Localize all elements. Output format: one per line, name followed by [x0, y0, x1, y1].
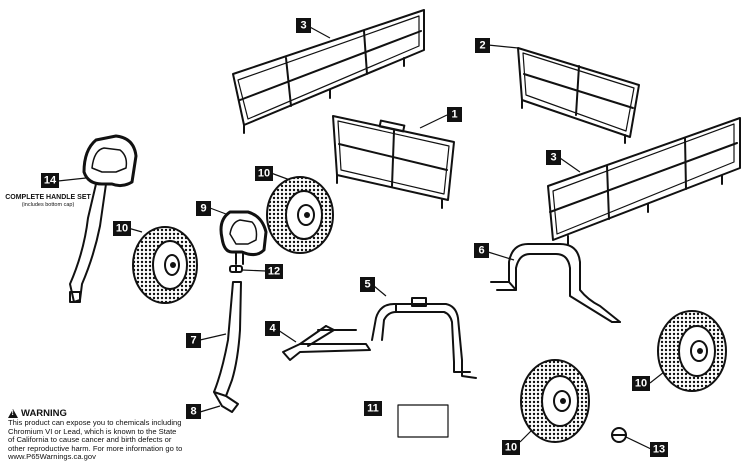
callout-13: 13	[650, 442, 668, 457]
warning-title: WARNING	[21, 408, 67, 419]
front-frame	[371, 297, 477, 379]
callout-10-bottom: 10	[502, 440, 520, 455]
callout-1: 1	[447, 107, 462, 122]
callout-3-bottom: 3	[546, 150, 561, 165]
callout-7: 7	[186, 333, 201, 348]
warning-body: This product can expose you to chemicals…	[8, 418, 183, 462]
callout-5: 5	[360, 277, 375, 292]
callout-8: 8	[186, 404, 201, 419]
callout-14: 14	[41, 173, 59, 188]
callout-9: 9	[196, 201, 211, 216]
callout-6: 6	[474, 243, 489, 258]
prop65-warning: WARNING This product can expose you to c…	[8, 408, 183, 462]
callout-2: 2	[475, 38, 490, 53]
end-panel-back	[517, 47, 640, 144]
svg-text:7: 7	[190, 335, 196, 347]
svg-text:10: 10	[116, 223, 128, 235]
handle-set-subtitle: (includes bottom cap)	[22, 202, 75, 208]
svg-text:14: 14	[44, 175, 57, 187]
svg-text:4: 4	[269, 323, 276, 335]
wheel-left	[132, 226, 198, 304]
wheel-bottom	[520, 359, 590, 443]
callout-10-left: 10	[113, 221, 131, 236]
handle-grip	[219, 210, 268, 265]
complete-handle-set	[69, 134, 138, 303]
svg-text:8: 8	[190, 406, 196, 418]
svg-text:1: 1	[451, 109, 457, 121]
rear-axle-frame	[490, 243, 621, 323]
handle-bracket	[282, 325, 371, 361]
callout-10-upper: 10	[255, 166, 273, 181]
svg-text:3: 3	[300, 20, 306, 32]
cotter-pin	[611, 427, 627, 443]
end-panel-front	[332, 115, 455, 209]
handle-tube	[213, 281, 242, 413]
side-panel-long-bottom	[547, 117, 741, 245]
label-sheet	[397, 404, 449, 438]
side-panel-long-top	[232, 9, 425, 134]
warning-heading: WARNING	[8, 408, 183, 419]
svg-text:6: 6	[478, 245, 484, 257]
handle-set-title: COMPLETE HANDLE SET	[5, 194, 91, 201]
svg-text:13: 13	[653, 444, 665, 456]
svg-text:10: 10	[258, 168, 270, 180]
svg-text:2: 2	[479, 40, 485, 52]
svg-text:10: 10	[505, 442, 517, 454]
callout-12: 12	[265, 264, 283, 279]
callout-10-right: 10	[632, 376, 650, 391]
svg-text:9: 9	[200, 203, 206, 215]
bolt-cap	[229, 265, 243, 273]
callout-4: 4	[265, 321, 280, 336]
svg-text:11: 11	[367, 403, 379, 415]
callout-11: 11	[364, 401, 382, 416]
wheel-right	[657, 310, 727, 392]
svg-text:5: 5	[364, 279, 370, 291]
svg-text:12: 12	[268, 266, 280, 278]
wheel-upper-center	[266, 176, 334, 254]
svg-text:10: 10	[635, 378, 647, 390]
warning-triangle-icon	[8, 409, 18, 418]
svg-text:3: 3	[550, 152, 556, 164]
callout-3-top: 3	[296, 18, 311, 33]
